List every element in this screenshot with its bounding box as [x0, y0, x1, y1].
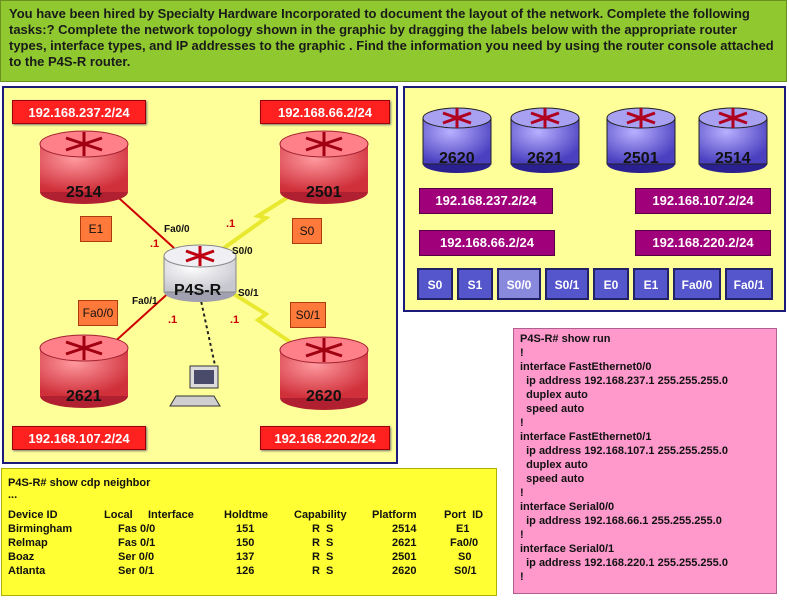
run-line: ip address 192.168.220.1 255.255.255.0	[520, 557, 728, 569]
run-line: interface FastEthernet0/0	[520, 361, 652, 373]
palette-router-2501-icon	[606, 107, 676, 173]
center-port-s00: S0/0	[232, 246, 253, 257]
palette-ip-107[interactable]: 192.168.107.2/24	[635, 188, 771, 214]
palette-if-s0[interactable]: S0	[417, 268, 453, 300]
palette-router-2621[interactable]: 2621	[527, 150, 563, 167]
run-line: interface Serial0/1	[520, 543, 615, 555]
task-text: You have been hired by Specialty Hardwar…	[9, 6, 774, 69]
palette-ip-237[interactable]: 192.168.237.2/24	[419, 188, 553, 214]
router-2621-label: 2621	[66, 388, 102, 405]
router-2501-icon	[279, 130, 369, 204]
palette-if-e1[interactable]: E1	[633, 268, 669, 300]
cdp-header-capability: Capability	[294, 509, 347, 521]
port-slot-2514[interactable]: E1	[80, 216, 112, 242]
center-router-label: P4S-R	[174, 282, 222, 299]
palette-if-s00[interactable]: S0/0	[497, 268, 541, 300]
palette-ip-66[interactable]: 192.168.66.2/24	[419, 230, 555, 256]
router-2620-icon	[279, 336, 369, 410]
cdp-header-holdtime: Holdtme	[224, 509, 268, 521]
run-line: speed auto	[520, 473, 585, 485]
run-line: ip address 192.168.107.1 255.255.255.0	[520, 445, 728, 457]
show-run-panel: P4S-R# show run ! interface FastEthernet…	[513, 328, 777, 594]
center-port-s01: S0/1	[238, 288, 259, 299]
run-line: duplex auto	[520, 389, 588, 401]
run-line: !	[520, 347, 524, 359]
palette-router-2514-icon	[698, 107, 768, 173]
console-link	[199, 295, 217, 371]
run-line: !	[520, 571, 524, 583]
host-octet-fa01: .1	[168, 314, 178, 326]
palette-router-2620[interactable]: 2620	[439, 150, 475, 167]
topology-panel: 2514 2501 2621 2620 P4S-R 192.168.237.2/…	[2, 86, 398, 464]
cdp-header-local: Local	[104, 509, 133, 521]
cdp-prompt: P4S-R# show cdp neighbor	[8, 477, 151, 489]
ip-slot-2501[interactable]: 192.168.66.2/24	[260, 100, 390, 124]
palette-router-2621-icon	[510, 107, 580, 173]
ip-slot-2514[interactable]: 192.168.237.2/24	[12, 100, 146, 124]
palette-router-2501[interactable]: 2501	[623, 150, 659, 167]
run-line: ip address 192.168.66.1 255.255.255.0	[520, 515, 722, 527]
router-p4sr-icon	[163, 244, 237, 302]
cdp-neighbor-panel: P4S-R# show cdp neighbor ... Device ID L…	[1, 468, 497, 596]
host-octet-fa00: .1	[150, 238, 160, 250]
port-slot-2501[interactable]: S0	[292, 218, 322, 244]
link-s00	[222, 190, 298, 250]
pc-icon	[169, 365, 221, 407]
palette-if-fa00[interactable]: Fa0/0	[673, 268, 721, 300]
run-line: !	[520, 417, 524, 429]
label-palette: 2620 2621 2501 2514 192.168.237.2/24 192…	[403, 86, 786, 312]
palette-if-e0[interactable]: E0	[593, 268, 629, 300]
router-2501-label: 2501	[306, 184, 342, 201]
cdp-header-device: Device ID	[8, 509, 58, 521]
host-octet-s00: .1	[226, 218, 236, 230]
run-line: !	[520, 487, 524, 499]
palette-if-fa01[interactable]: Fa0/1	[725, 268, 773, 300]
cdp-header-platform: Platform	[372, 509, 417, 521]
center-port-fa00: Fa0/0	[164, 224, 190, 235]
task-instructions: You have been hired by Specialty Hardwar…	[0, 0, 787, 82]
center-port-fa01: Fa0/1	[132, 296, 158, 307]
cdp-ellipsis: ...	[8, 489, 18, 501]
topology-links	[39, 130, 369, 410]
palette-ip-220[interactable]: 192.168.220.2/24	[635, 230, 771, 256]
port-slot-2621[interactable]: Fa0/0	[78, 300, 118, 326]
palette-router-2620-icon	[422, 107, 492, 173]
router-2514-label: 2514	[66, 184, 102, 201]
ip-slot-2621[interactable]: 192.168.107.2/24	[12, 426, 146, 450]
run-line: P4S-R# show run	[520, 333, 611, 345]
cdp-header-interface: Interface	[148, 509, 194, 521]
router-2621-icon	[39, 334, 129, 408]
run-line: duplex auto	[520, 459, 588, 471]
router-palette	[422, 107, 768, 173]
run-line: !	[520, 529, 524, 541]
palette-router-2514[interactable]: 2514	[715, 150, 751, 167]
palette-if-s1[interactable]: S1	[457, 268, 493, 300]
link-s01	[222, 286, 298, 348]
router-2514-icon	[39, 130, 129, 204]
port-slot-2620[interactable]: S0/1	[290, 302, 326, 328]
ip-slot-2620[interactable]: 192.168.220.2/24	[260, 426, 390, 450]
cdp-header-port: Port ID	[444, 509, 484, 521]
palette-if-s01[interactable]: S0/1	[545, 268, 589, 300]
run-line: speed auto	[520, 403, 585, 415]
router-2620-label: 2620	[306, 388, 342, 405]
run-line: interface FastEthernet0/1	[520, 431, 652, 443]
host-octet-s01: .1	[230, 314, 240, 326]
run-line: ip address 192.168.237.1 255.255.255.0	[520, 375, 728, 387]
run-line: interface Serial0/0	[520, 501, 615, 513]
